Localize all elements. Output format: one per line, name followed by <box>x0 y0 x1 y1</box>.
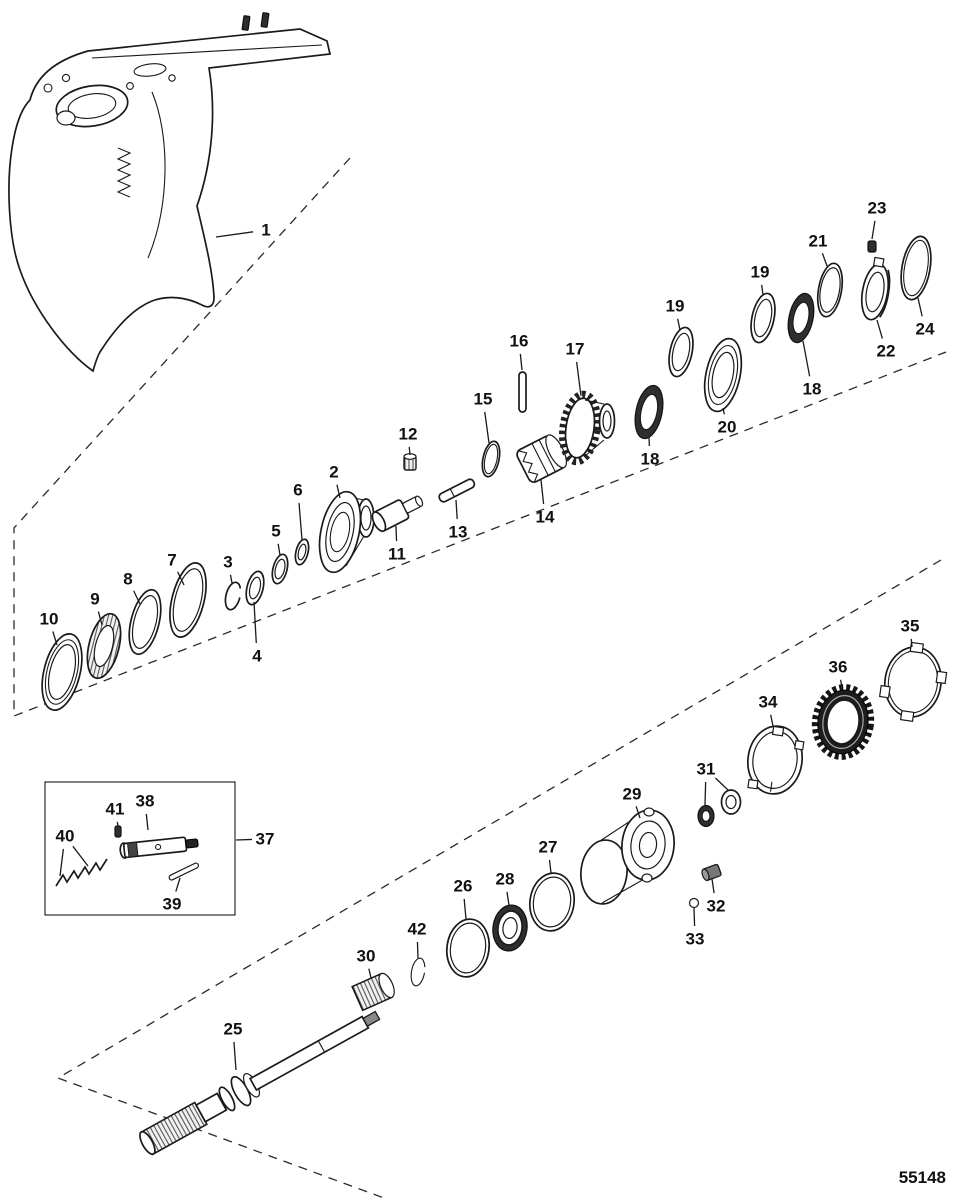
part-18-bearing-b <box>787 292 815 344</box>
leader-line <box>277 543 281 556</box>
leader-line <box>455 499 458 520</box>
leader-line <box>463 898 467 920</box>
part-29-bearing-carrier <box>580 807 675 905</box>
leader-line <box>821 253 828 267</box>
leader-line <box>235 838 253 841</box>
part-4 <box>245 570 265 606</box>
drawing-number: 55148 <box>898 1168 946 1187</box>
part-9 <box>86 612 122 680</box>
part-15 <box>481 440 501 478</box>
leader-line <box>540 479 545 505</box>
part-19-ring-a <box>668 326 694 378</box>
leader-line <box>133 590 141 605</box>
part-26 <box>445 918 491 978</box>
part-3 <box>224 581 242 611</box>
leader-line <box>910 638 913 648</box>
part-32-nut <box>701 863 722 882</box>
part-39-pin <box>168 862 200 881</box>
leader-line <box>871 220 876 240</box>
part-22 <box>860 256 891 321</box>
part-40-spring <box>55 858 108 887</box>
leader-line <box>298 502 303 541</box>
leader-line <box>519 353 523 371</box>
leader-line <box>770 714 774 727</box>
leader-line <box>368 968 372 979</box>
leader-line <box>506 891 510 906</box>
leader-line <box>52 631 58 646</box>
boundary-dashes <box>13 157 947 1199</box>
leader-line <box>229 574 233 584</box>
part-31-seals <box>697 789 742 828</box>
leader-line <box>336 484 341 499</box>
part-27 <box>528 872 576 932</box>
part-24 <box>900 235 932 301</box>
leader-line <box>215 231 254 238</box>
leader-line <box>484 411 490 444</box>
leader-line <box>704 781 707 806</box>
part-14-clutch-dog <box>516 434 568 483</box>
leader-lines <box>52 220 923 1071</box>
part-19-ring-b <box>750 292 776 344</box>
part-38-cam-rod <box>119 836 199 859</box>
leader-line <box>711 878 715 894</box>
leader-line <box>635 806 641 819</box>
part-23-clip <box>867 240 877 253</box>
part-1-gear-housing <box>8 12 332 373</box>
part-28-bearing <box>492 904 528 952</box>
leader-line <box>576 361 582 397</box>
leader-line <box>876 319 883 339</box>
part-41-pin <box>114 825 122 838</box>
part-21 <box>816 262 844 318</box>
part-12 <box>403 453 417 471</box>
leader-line <box>917 297 923 317</box>
part-33-ball <box>688 897 700 909</box>
leader-line <box>116 821 119 827</box>
part-37-shift-assembly-box <box>44 781 236 916</box>
leader-line <box>722 407 725 415</box>
leader-line <box>416 941 419 959</box>
part-5 <box>271 553 289 585</box>
part-18-bearing-a <box>634 384 664 440</box>
leader-line <box>395 525 398 542</box>
leader-line <box>145 813 149 831</box>
leader-line <box>761 284 764 296</box>
part-17-gear <box>559 390 616 466</box>
part-7 <box>169 562 207 638</box>
leader-line <box>548 859 552 874</box>
part-2-bearing-carrier <box>318 490 375 574</box>
leader-line <box>97 611 103 626</box>
part-13 <box>438 478 476 503</box>
part-16-pin <box>518 371 527 413</box>
leader-line <box>72 845 89 867</box>
part-36-toothed-ring <box>811 684 875 760</box>
part-34-tab-washer <box>746 725 805 795</box>
part-10 <box>41 633 83 711</box>
leader-line <box>177 571 185 586</box>
leader-line <box>233 1041 237 1071</box>
part-30-bushing <box>351 972 395 1012</box>
leader-line <box>802 340 811 377</box>
part-6 <box>294 538 310 566</box>
leader-line <box>714 777 729 791</box>
part-42-oring <box>410 957 426 987</box>
part-25-propeller-shaft <box>139 1010 381 1156</box>
part-35-retainer-ring <box>878 641 948 722</box>
leader-line <box>253 601 257 644</box>
part-8 <box>128 588 162 656</box>
leader-line <box>839 679 843 688</box>
leader-line <box>59 848 65 877</box>
leader-line <box>677 318 681 331</box>
leader-line <box>408 446 411 456</box>
part-11 <box>371 495 424 533</box>
leader-line <box>693 907 696 927</box>
part-20-carrier-cup <box>703 337 743 413</box>
leader-line <box>175 877 181 892</box>
